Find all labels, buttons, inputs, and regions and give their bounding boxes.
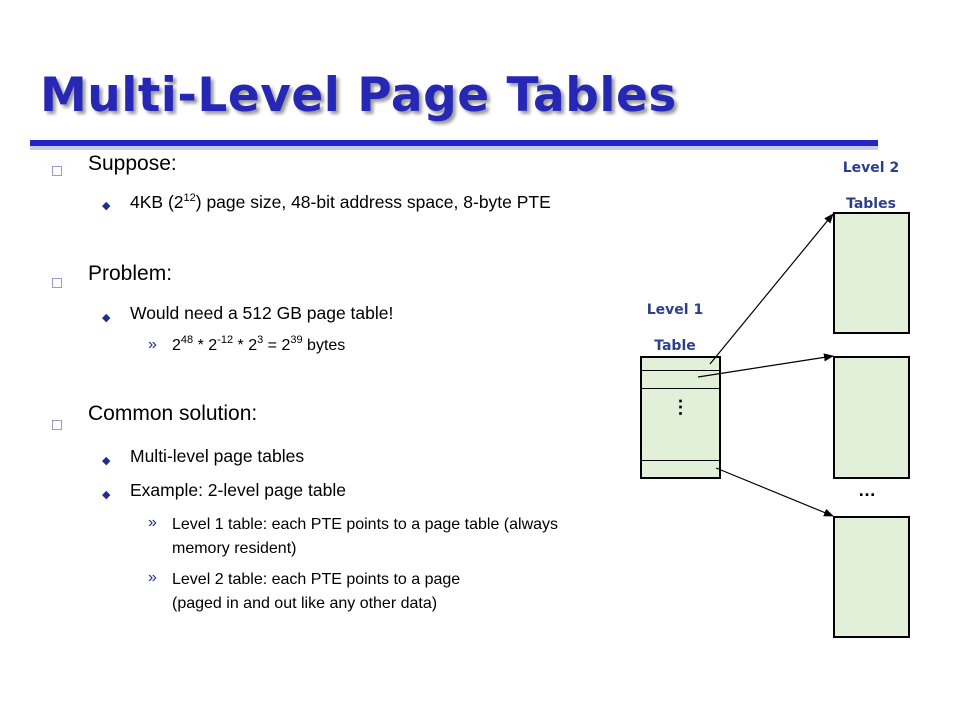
pte-divider — [642, 370, 719, 371]
bullet-square-icon — [52, 166, 62, 176]
bullet-square-icon — [52, 420, 62, 430]
sub-bullet-marker: » — [148, 336, 157, 353]
title-rule-shadow — [30, 146, 878, 150]
sub-bullet-marker: » — [148, 514, 157, 531]
level2-label: Level 2 Tables — [842, 160, 900, 212]
level2-table-3 — [833, 516, 910, 638]
diamond-bullet-icon: ◆ — [102, 312, 111, 324]
pte-divider — [642, 388, 719, 389]
solution-item-1: Multi-level page tables — [130, 446, 305, 466]
diamond-bullet-icon: ◆ — [102, 200, 111, 212]
bullet-square-icon — [52, 278, 62, 288]
title-rule — [30, 140, 878, 146]
solution-sub-2: Level 2 table: each PTE points to a page… — [172, 571, 461, 612]
diamond-bullet-icon: ◆ — [102, 455, 111, 467]
problem-item: Would need a 512 GB page table! — [130, 303, 394, 323]
level2-ellipsis: … — [858, 480, 876, 500]
solution-heading: Common solution: — [88, 402, 258, 425]
suppose-heading: Suppose: — [88, 152, 177, 175]
arrow-to-level2-table-3 — [715, 467, 834, 517]
arrow-to-level2-table-1 — [709, 213, 834, 365]
level1-label: Level 1 Table — [646, 302, 704, 354]
solution-item-2: Example: 2-level page table — [130, 480, 346, 500]
suppose-item: 4KB (212) page size, 48-bit address spac… — [130, 192, 551, 212]
arrow-to-level2-table-2 — [697, 353, 834, 378]
sub-bullet-marker: » — [148, 569, 157, 586]
problem-formula: 248 * 2-12 * 23 = 239 bytes — [172, 334, 346, 355]
level2-table-1 — [833, 212, 910, 334]
level2-table-2 — [833, 356, 910, 479]
solution-sub-1: Level 1 table: each PTE points to a page… — [172, 516, 559, 557]
level1-table: ⋮ — [640, 356, 721, 479]
problem-heading: Problem: — [88, 262, 173, 285]
diamond-bullet-icon: ◆ — [102, 489, 111, 501]
pte-divider — [642, 460, 719, 461]
slide-title: Multi-Level Page Tables — [40, 68, 677, 123]
